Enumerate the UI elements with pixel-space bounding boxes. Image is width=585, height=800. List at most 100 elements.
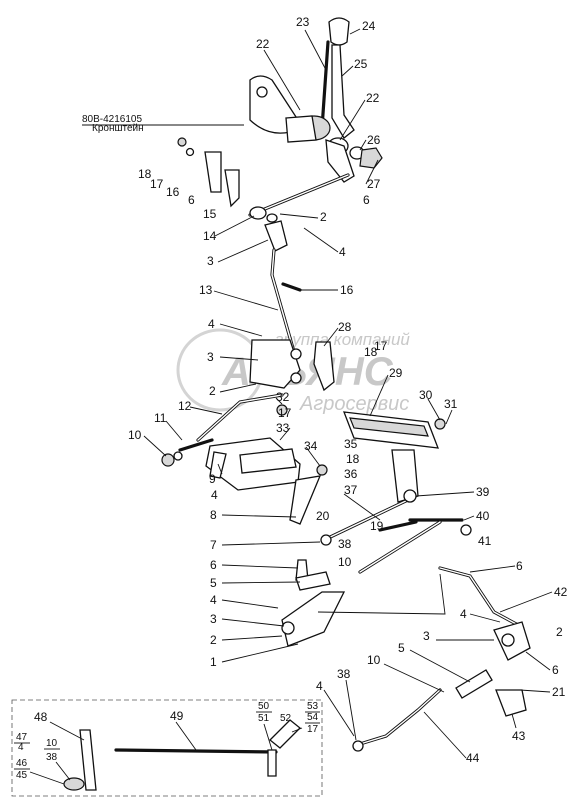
callout-34: 34: [304, 439, 318, 453]
callout-2d: 2: [210, 633, 217, 647]
callout-22: 22: [256, 37, 270, 51]
callout-50: 50: [258, 701, 270, 712]
watermark-line1: группа компаний: [275, 330, 410, 349]
callout-17d: 17: [307, 724, 319, 735]
callout-5b: 5: [398, 641, 405, 655]
callout-16a: 16: [166, 185, 180, 199]
callout-39: 39: [476, 485, 490, 499]
clevis-5b: [455, 669, 493, 699]
callout-47: 47: [16, 732, 28, 743]
washer-10: [173, 451, 183, 461]
callout-6a: 6: [363, 193, 370, 207]
callout-4b: 4: [208, 317, 215, 331]
callout-32: 32: [276, 390, 290, 404]
rod-end-7: [320, 534, 332, 546]
callout-53: 53: [307, 701, 319, 712]
callout-2b: 2: [209, 384, 216, 398]
watermark-line3: Агросервис: [299, 393, 409, 415]
callout-27: 27: [367, 177, 381, 191]
callout-24: 24: [362, 19, 376, 33]
wire-loop: [317, 573, 446, 615]
callout-29: 29: [389, 366, 403, 380]
middle-shaft-assembly: [161, 339, 472, 574]
callout-4d: 4: [210, 593, 217, 607]
inset-frame: [11, 699, 323, 797]
cable-49: [114, 748, 278, 754]
callout-18b: 18: [364, 345, 378, 359]
clevis-5: [295, 571, 331, 591]
callout-38c: 38: [46, 752, 58, 763]
gear-lever: [331, 44, 355, 139]
callout-2c: 2: [556, 625, 563, 639]
watermark-line2: АЛЬЯНС: [221, 350, 394, 394]
callout-37: 37: [344, 483, 358, 497]
arm-8: [289, 475, 322, 525]
callout-7: 7: [210, 538, 217, 552]
bolt-32: [276, 404, 288, 416]
callout-3d: 3: [423, 629, 430, 643]
callout-16b: 16: [340, 283, 354, 297]
lever-48: [79, 729, 97, 791]
callout-45: 45: [16, 770, 28, 781]
callout-25: 25: [354, 57, 368, 71]
callout-8: 8: [210, 508, 217, 522]
lever-shaft-23: [320, 40, 330, 130]
callout-12: 12: [178, 399, 192, 413]
callout-23: 23: [296, 15, 310, 29]
callout-21: 21: [552, 685, 566, 699]
small-bracket-16: [204, 151, 222, 193]
pivot-lower: [501, 633, 515, 647]
assembly-name: Кронштейн: [92, 123, 144, 134]
lever-42: [438, 566, 522, 628]
callout-6d: 6: [516, 559, 523, 573]
callout-4f: 4: [316, 679, 323, 693]
callout-14: 14: [203, 229, 217, 243]
bracket-hole: [256, 86, 268, 98]
callout-11: 11: [154, 411, 167, 425]
nut-27: [359, 147, 383, 169]
callout-46: 46: [16, 758, 28, 769]
clamp-52: [269, 719, 301, 749]
assembly-code: 80В-4216105: [82, 114, 142, 125]
upper-lever-assembly: [177, 17, 383, 354]
callout-38b: 38: [337, 667, 351, 681]
callout-4a: 4: [339, 245, 346, 259]
callout-15: 15: [203, 207, 217, 221]
pin-16: [281, 282, 302, 292]
bracket-43: [495, 689, 527, 717]
callout-5a: 5: [210, 576, 217, 590]
lever-knob: [328, 17, 350, 46]
callout-42: 42: [554, 585, 568, 599]
bolt-30: [434, 418, 446, 430]
callout-36: 36: [344, 467, 358, 481]
callout-19: 19: [370, 519, 384, 533]
callout-17b: 17: [374, 339, 388, 353]
callout-labels: 24 23 22 25 22 26 27 6 80В-4216105 Кронш…: [14, 15, 568, 785]
nut-10: [161, 453, 175, 467]
callout-17a: 17: [150, 177, 164, 191]
callout-40: 40: [476, 509, 490, 523]
callout-10c: 10: [367, 653, 381, 667]
callout-1: 1: [210, 655, 217, 669]
pin-hole-upper: [290, 348, 302, 360]
callout-3a: 3: [207, 254, 214, 268]
pivot-3: [281, 621, 295, 635]
spring-19: [378, 520, 418, 532]
callout-3c: 3: [210, 612, 217, 626]
callout-6e: 6: [552, 663, 559, 677]
pin-hole-lower: [290, 372, 302, 384]
plate-29-face: [349, 417, 429, 437]
callout-41: 41: [478, 534, 492, 548]
callout-51: 51: [258, 713, 270, 724]
callout-18a: 18: [138, 167, 152, 181]
rod-end-2: [266, 213, 278, 223]
callout-6c: 6: [210, 558, 217, 572]
watermark: группа компаний АЛЬЯНС Агросервис: [176, 328, 410, 415]
inset-cable-detail: [11, 699, 323, 797]
callout-26: 26: [367, 133, 381, 147]
rod-end-38: [352, 740, 364, 752]
callout-6b: 6: [188, 193, 195, 207]
bellcrank-upper: [264, 220, 288, 252]
cable-end: [63, 777, 85, 791]
